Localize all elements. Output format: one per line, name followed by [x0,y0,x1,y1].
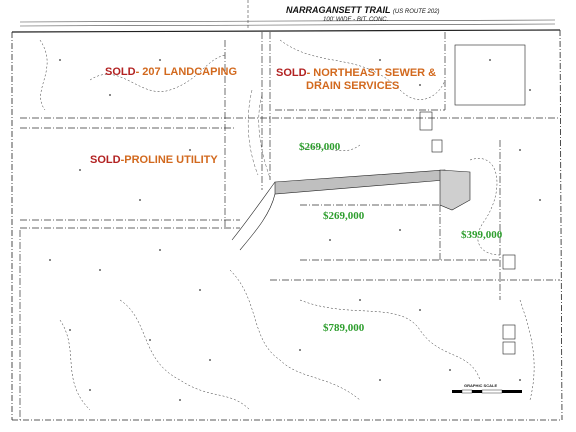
sold-label-proline-utility: SOLD-PROLINE UTILITY [90,154,218,166]
access-road [231,89,471,251]
lot-price-3: $399,000 [461,229,503,241]
lot-price-2: $269,000 [323,210,365,222]
road-route-label: (US ROUTE 202) [392,9,440,15]
lot-price-1: $269,000 [299,141,341,153]
parcel-boundary [11,29,563,421]
graphic-scale-label: GRAPHIC SCALE [464,383,498,388]
structures [419,44,526,355]
survey-points [49,59,541,401]
graphic-scale-bar [452,389,522,394]
road-name-label: NARRAGANSETT TRAIL (US ROUTE 202) [286,5,440,15]
lot-price-4: $789,000 [323,322,365,334]
lot-lines [19,32,560,420]
sold-label-207-landscaping: SOLD- 207 LANDCAPING [105,66,238,78]
wetland-lines [39,39,535,411]
road-width-note: 100' WIDE - BIT. CONC. [323,17,389,23]
sold-label-drain-services: DRAIN SERVICES [306,80,400,92]
sold-label-northeast-sewer: SOLD- NORTHEAST SEWER & [276,67,437,79]
road-edges [19,0,556,30]
